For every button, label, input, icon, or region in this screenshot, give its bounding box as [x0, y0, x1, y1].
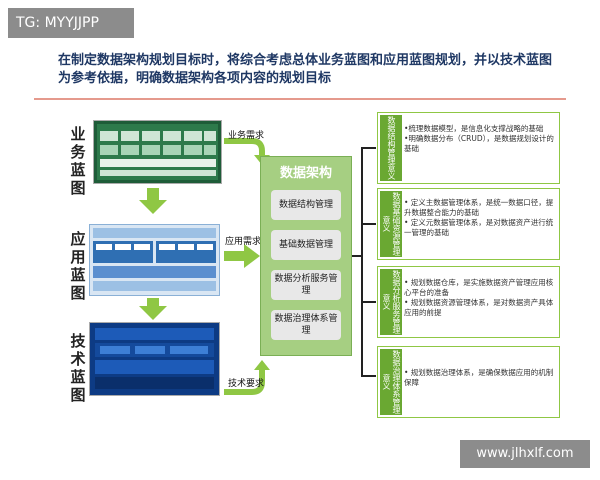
- panel-governance-text: • 规划数据治理体系，是确保数据应用的机制保障: [404, 368, 556, 388]
- business-blueprint-graphic: [97, 124, 218, 180]
- panel-line: •明确数据分布（CRUD），是数据规划设计的基础: [404, 134, 554, 153]
- panel-analytics: [377, 266, 560, 338]
- data-architecture-title: 数据架构: [279, 166, 332, 181]
- application-blueprint-label: 应用蓝图: [70, 230, 86, 302]
- application-requirement-arrow: [224, 244, 260, 268]
- panel-basic-data-text: • 定义主数据管理体系，是统一数据口径，提升数据整合能力的基础 • 定义元数据管…: [404, 198, 556, 238]
- tg-badge: TG: MYYJJPP: [8, 8, 134, 38]
- core-item-basic-data: 基础数据管理: [271, 230, 341, 260]
- down-arrow-1: [139, 200, 167, 214]
- panel-line: • 定义元数据管理体系，是对数据资产进行统一管理的基础: [404, 218, 554, 237]
- technology-requirement-arrow: [224, 360, 270, 395]
- panel-line: • 规划数据资源管理体系，是对数据资产具体应用的前提: [404, 298, 554, 317]
- core-item-data-structure: 数据结构管理: [271, 190, 341, 220]
- panel-line: • 定义主数据管理体系，是统一数据口径，提升数据整合能力的基础: [404, 198, 554, 217]
- panel-analytics-text: • 规划数据仓库，是实施数据资产管理应用核心平台的准备 • 规划数据资源管理体系…: [404, 278, 556, 318]
- business-blueprint-label: 业务蓝图: [70, 125, 86, 197]
- down-arrow-2: [139, 306, 167, 320]
- business-blueprint-image: [93, 120, 222, 184]
- watermark: www.jlhxlf.com: [460, 440, 590, 468]
- application-requirement-label: 应用需求: [225, 237, 262, 247]
- panel-governance-label: 数据治理体系管理意义: [380, 349, 402, 415]
- application-blueprint-image: [89, 224, 220, 296]
- panel-analytics-label: 数据分析服务管理意义: [380, 269, 402, 335]
- technology-blueprint-graphic: [95, 328, 214, 389]
- panel-data-structure: [377, 112, 560, 184]
- panel-governance: [377, 346, 560, 418]
- business-requirement-label: 业务需求: [228, 131, 265, 141]
- panel-line: • 规划数据治理体系，是确保数据应用的机制保障: [404, 368, 554, 387]
- panel-basic-data-label: 数据基础资源管理意义: [380, 191, 402, 257]
- page-heading: 在制定数据架构规划目标时，将综合考虑总体业务蓝图和应用蓝图规划，并以技术蓝图为参…: [58, 53, 553, 86]
- panel-line: •梳理数据模型，是信息化支撑战略的基础: [404, 124, 544, 133]
- core-item-governance: 数据治理体系管理: [271, 310, 341, 340]
- heading-divider: [34, 98, 566, 100]
- panel-basic-data: [377, 188, 560, 260]
- technology-blueprint-label: 技术蓝图: [70, 332, 86, 404]
- panel-line: • 规划数据仓库，是实施数据资产管理应用核心平台的准备: [404, 278, 554, 297]
- down-arrow-stem-2: [147, 298, 159, 308]
- application-blueprint-graphic: [93, 228, 216, 291]
- bracket-connector: [352, 147, 376, 377]
- panel-data-structure-label: 数据结构管理意义: [380, 115, 402, 181]
- technology-requirement-label: 技术要求: [228, 379, 265, 389]
- technology-blueprint-image: [89, 322, 220, 396]
- down-arrow-stem-1: [147, 188, 159, 200]
- panel-data-structure-text: •梳理数据模型，是信息化支撑战略的基础 •明确数据分布（CRUD），是数据规划设…: [404, 124, 556, 154]
- core-item-analytics-service: 数据分析服务管理: [271, 270, 341, 300]
